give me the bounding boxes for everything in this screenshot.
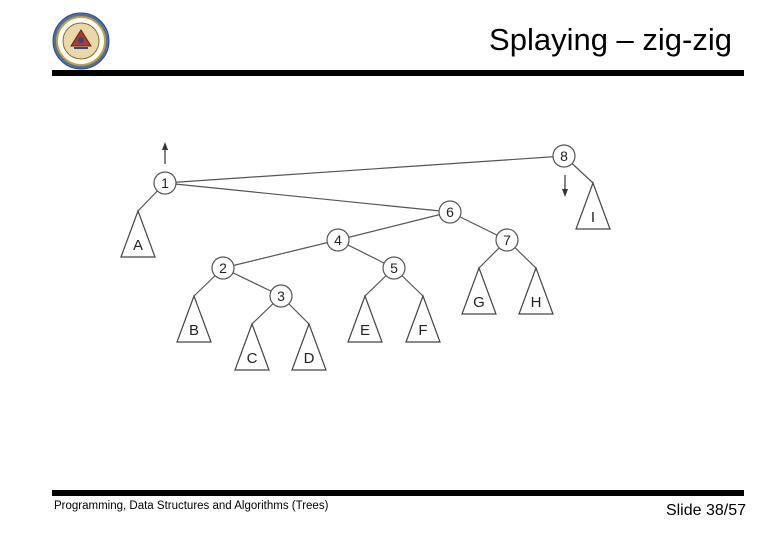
slide-number: Slide 38/57 [665,502,746,519]
subtree-label-F: F [418,322,427,339]
node-label-8: 8 [560,148,568,164]
subtree-label-C: C [247,350,258,367]
node-label-3: 3 [277,288,285,304]
edge-6-4 [337,211,451,241]
subtree-label-D: D [304,350,315,367]
node-label-4: 4 [334,232,342,248]
subtree-E [347,294,383,343]
subtree-label-E: E [360,322,370,339]
subtree-label-G: G [473,294,485,311]
title-divider [52,70,744,76]
footer-divider [52,490,744,496]
subtree-H [518,266,554,315]
node-label-1: 1 [161,175,169,191]
node-label-6: 6 [446,204,454,220]
subtree-C [234,322,270,371]
node-5 [382,256,406,280]
edge-1-8 [164,155,565,184]
node-4 [326,228,350,252]
subtree-D [291,322,327,371]
node-7 [495,228,519,252]
subtree-label-B: B [189,322,199,339]
subtree-label-A: A [133,237,143,254]
node-6 [438,200,462,224]
edge-4-2 [222,239,339,269]
slide-title: Splaying – zig-zig [489,22,732,57]
subtree-F [405,294,441,343]
node-1 [153,171,177,195]
edge-1-6 [164,182,451,213]
arrow-up-icon [162,142,168,164]
node-3 [269,284,293,308]
node-label-5: 5 [390,260,398,276]
arrow-down-icon [562,175,568,197]
subtree-I [575,181,611,230]
subtree-A [120,209,156,258]
node-2 [211,256,235,280]
subtree-B [176,294,212,343]
course-footer: Programming, Data Structures and Algorit… [54,500,329,512]
subtree-label-H: H [531,294,542,311]
subtree-label-I: I [591,209,595,226]
node-label-2: 2 [219,260,227,276]
node-label-7: 7 [503,232,511,248]
node-8 [552,144,576,168]
university-seal-icon [52,12,110,70]
subtree-G [461,266,497,315]
